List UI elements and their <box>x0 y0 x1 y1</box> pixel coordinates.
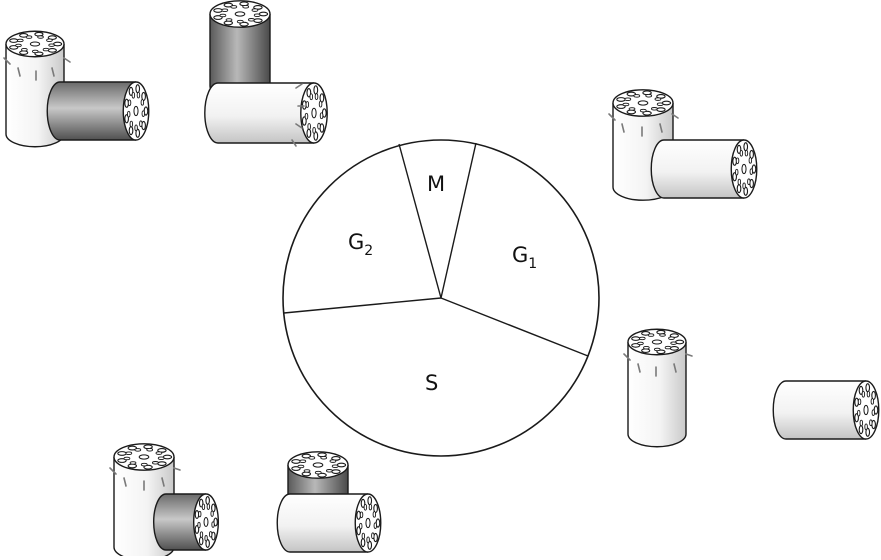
phase-label-m: M <box>427 172 445 196</box>
centriole-ticks-a <box>3 57 71 81</box>
centriole-ticks-b <box>291 83 305 147</box>
divider-m-g1 <box>440 142 477 299</box>
phase-label-g1: G1 <box>512 243 537 272</box>
divider-m-g2 <box>398 143 442 299</box>
centriole-ticks-c <box>608 113 679 137</box>
centriole-ticks-e <box>109 467 181 491</box>
cell-cycle-pie: M G1 S G2 <box>282 139 600 457</box>
centriole-ticks-d <box>623 353 693 377</box>
centriole-icon-d-right <box>772 380 880 440</box>
centriole-pair-icon-c-daughter <box>650 139 758 199</box>
centriole-pair-icon-b-parent <box>204 82 328 144</box>
centriole-pair-icon-f-parent <box>276 493 382 553</box>
divider-s-g2 <box>283 297 442 314</box>
centriole-pair-icon-e-daughter <box>152 493 220 551</box>
centriole-pair-icon-a-daughter <box>46 81 150 141</box>
divider-g1-s <box>440 297 589 357</box>
centriole-icons <box>3 0 880 560</box>
phase-label-s: S <box>425 371 438 395</box>
phase-label-g2: G2 <box>348 230 373 259</box>
centriole-icon-d-left <box>627 328 687 448</box>
